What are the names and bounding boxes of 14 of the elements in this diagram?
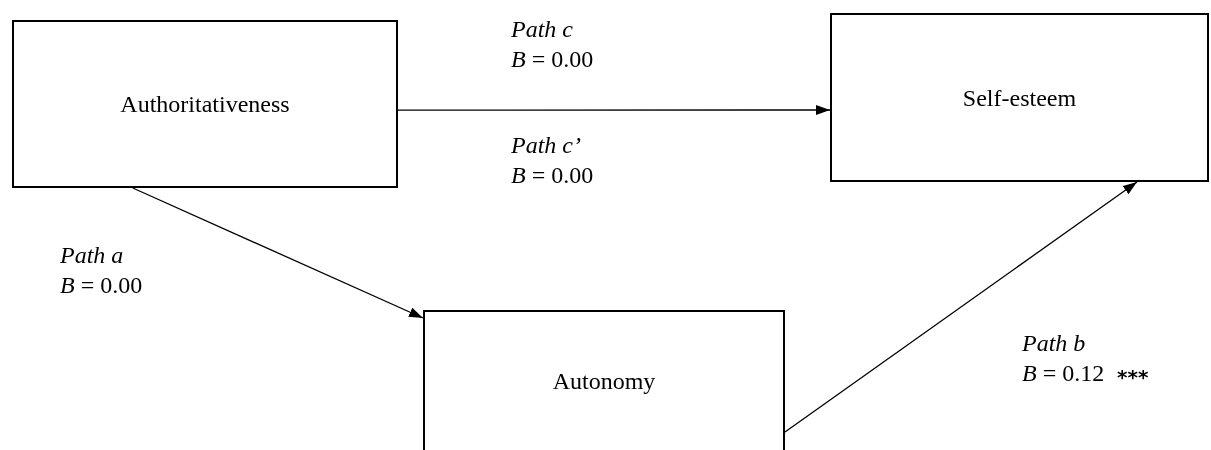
arrow [397, 105, 831, 115]
variable-box [12, 20, 398, 188]
edge-label: Path b B = 0.12 [1022, 329, 1105, 388]
edge-label: Path c B = 0.00 [511, 15, 594, 74]
arrow [132, 187, 424, 319]
variable-box [830, 13, 1209, 182]
edge-label: Path a B = 0.00 [60, 241, 143, 300]
variable-label: Self-esteem [962, 83, 1077, 113]
variable-label: Autonomy [552, 367, 656, 396]
variable-label: Authoritativeness [120, 90, 290, 119]
coefficient-label: Path c’ B = 0.00 [511, 131, 594, 190]
significance-stars: *** [1117, 364, 1149, 391]
arrow [784, 181, 1138, 433]
variable-box [423, 310, 785, 450]
